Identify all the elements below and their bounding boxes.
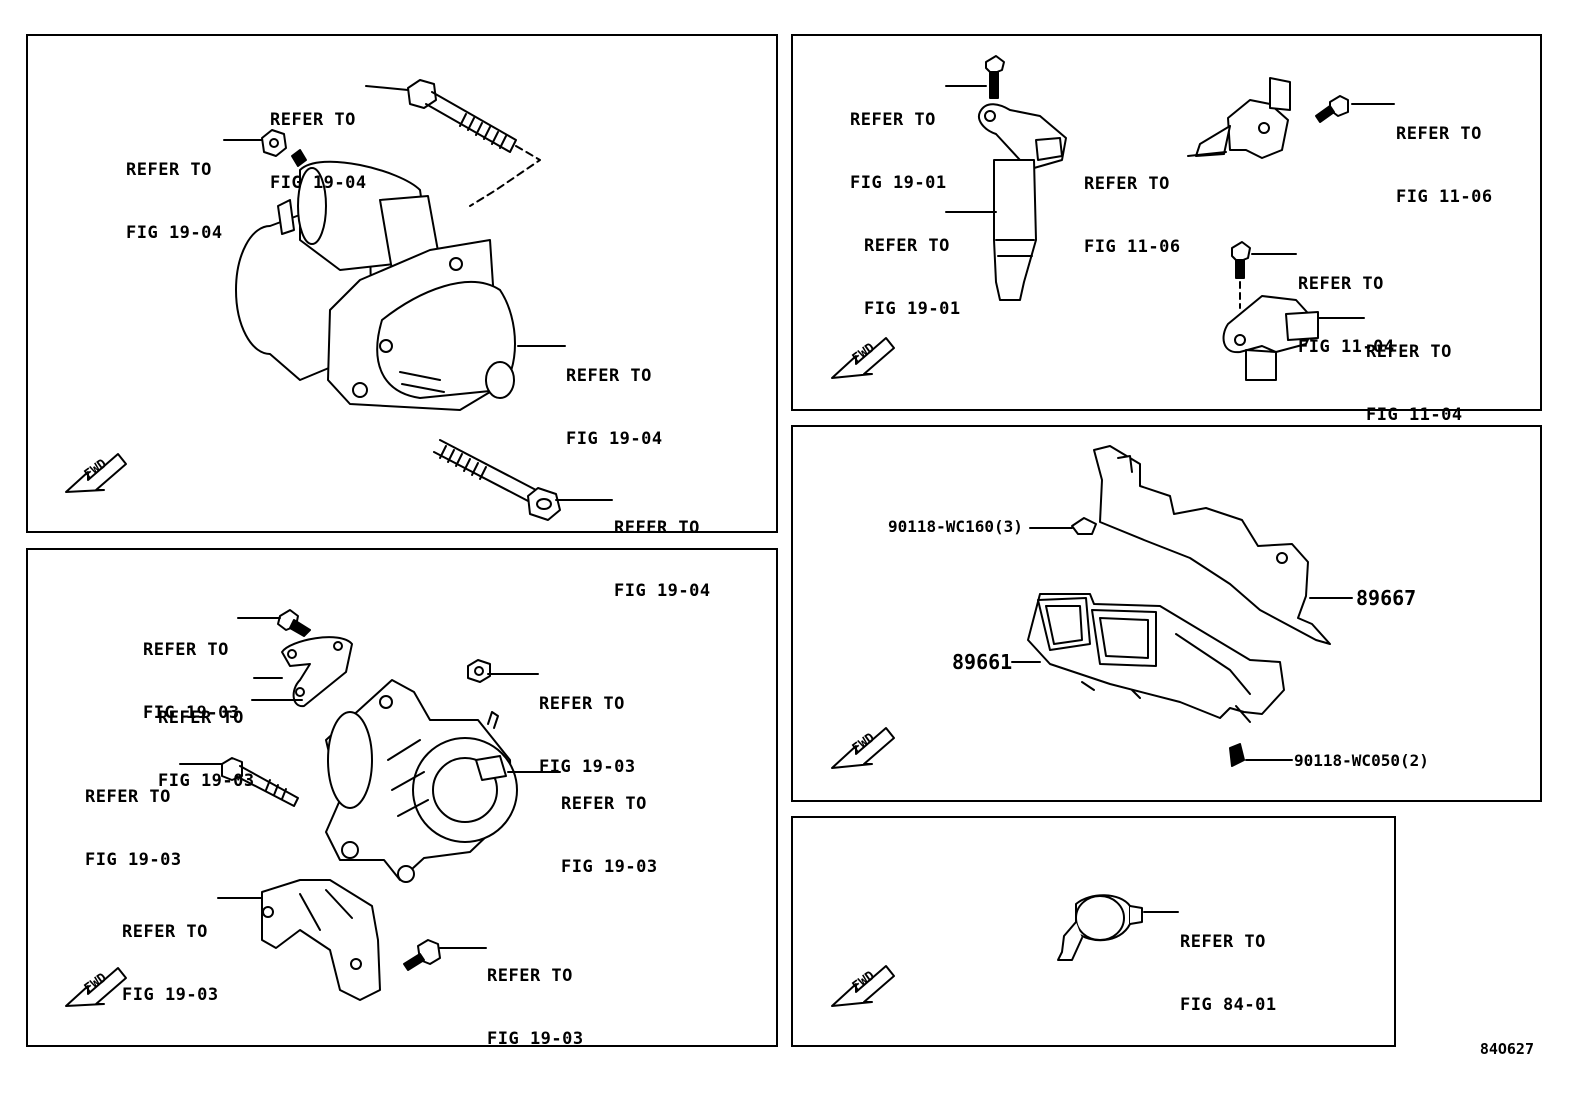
callout-alternator-bolt-long[interactable]: REFER TO FIG 19-03 [85,745,182,892]
callout-line2: FIG 19-03 [487,1029,584,1049]
illustration-code: 84O627 [1479,1040,1534,1058]
crank-sensor-bolt[interactable] [1231,241,1251,279]
callout-line1: REFER TO [1180,932,1266,952]
callout-line2: FIG 19-03 [539,757,636,777]
callout-line1: REFER TO [487,966,573,986]
callout-line1: REFER TO [1084,174,1170,194]
callout-starter[interactable]: REFER TO FIG 19-04 [566,324,663,471]
callout-line1: REFER TO [1396,124,1482,144]
callout-line2: FIG 19-03 [158,771,255,791]
callout-line2: FIG 19-04 [270,173,367,193]
oil-pressure-switch[interactable] [1057,894,1143,961]
cam-position-sensor[interactable] [1195,77,1291,159]
callout-line1: REFER TO [1298,274,1384,294]
part-number-89661[interactable]: 89661 [952,650,1013,674]
callout-line2: FIG 19-03 [561,857,658,877]
callout-line2: FIG 11-04 [1298,337,1395,357]
callout-alternator-bolt-top[interactable]: REFER TO FIG 19-03 [143,598,240,745]
starter-bolt-bottom[interactable] [433,439,561,521]
alternator-nut[interactable] [467,659,491,683]
bolt-guide-line [469,145,541,207]
callout-line1: REFER TO [1366,342,1452,362]
callout-ignition-coil[interactable]: REFER TO FIG 19-01 [864,194,961,341]
alternator-bolt-long[interactable] [221,757,299,807]
callout-oil-pressure-switch[interactable]: REFER TO FIG 84-01 [1180,890,1277,1037]
ignition-coil-bolt[interactable] [985,55,1005,99]
ignition-coil[interactable] [978,103,1067,301]
callout-crank-sensor[interactable]: REFER TO FIG 11-04 [1366,300,1463,447]
callout-line2: FIG 19-03 [85,850,182,870]
callout-line2: FIG 19-03 [122,985,219,1005]
callout-line1: REFER TO [270,110,356,130]
callout-line1: REFER TO [566,366,652,386]
part-number-90118-WC050[interactable]: 90118-WC050(2) [1294,751,1429,770]
alternator-bolt-bottom[interactable] [403,939,441,971]
cam-sensor-bolt[interactable] [1315,95,1349,123]
alternator-mount-bracket[interactable] [261,879,381,1001]
panel-sensors [791,34,1542,411]
callout-line1: REFER TO [143,640,229,660]
callout-alternator-mount-bracket[interactable]: REFER TO FIG 19-03 [122,880,219,1027]
fwd-arrow-icon [65,337,895,1007]
callout-line1: REFER TO [158,708,244,728]
crank-position-sensor[interactable] [1222,295,1319,381]
starter-motor[interactable] [235,160,516,411]
starter-stud[interactable] [291,149,307,167]
callout-line1: REFER TO [561,794,647,814]
callout-line1: REFER TO [850,110,936,130]
starter-nut[interactable] [261,129,287,157]
callout-cam-sensor[interactable]: REFER TO FIG 11-06 [1084,132,1181,279]
bolt-90118-WC050[interactable] [1229,743,1245,767]
part-number-89667[interactable]: 89667 [1356,586,1417,610]
alternator[interactable] [325,679,518,883]
callout-line1: REFER TO [122,922,208,942]
callout-line1: REFER TO [126,160,212,180]
callout-line2: FIG 19-04 [126,223,223,243]
callout-line2: FIG 19-03 [143,703,240,723]
callout-line2: FIG 11-06 [1084,237,1181,257]
callout-line1: REFER TO [864,236,950,256]
ecu-89661[interactable] [1027,593,1285,723]
callout-line2: FIG 19-01 [864,299,961,319]
clip-90118-WC160[interactable] [1071,517,1097,535]
callout-alternator-bracket[interactable]: REFER TO FIG 19-03 [158,666,255,813]
callout-line1: REFER TO [539,694,625,714]
alternator-bracket[interactable] [281,636,353,708]
callout-starter-nut[interactable]: REFER TO FIG 19-04 [126,118,223,265]
callout-line2: FIG 11-06 [1396,187,1493,207]
callout-line2: FIG 19-01 [850,173,947,193]
part-number-90118-WC160[interactable]: 90118-WC160(3) [888,517,1023,536]
callout-alternator-nut[interactable]: REFER TO FIG 19-03 [539,652,636,799]
starter-bolt-top[interactable] [407,79,517,153]
callout-cam-sensor-bolt[interactable]: REFER TO FIG 11-06 [1396,82,1493,229]
callout-line2: FIG 11-04 [1366,405,1463,425]
callout-alternator[interactable]: REFER TO FIG 19-03 [561,752,658,899]
callout-starter-bolt-bottom[interactable]: REFER TO FIG 19-04 [614,476,711,623]
callout-line2: FIG 84-01 [1180,995,1277,1015]
ecu-bracket-89667[interactable] [1093,445,1331,645]
alternator-bolt-top[interactable] [277,609,311,637]
callout-line2: FIG 19-04 [566,429,663,449]
callout-crank-sensor-bolt[interactable]: REFER TO FIG 11-04 [1298,232,1395,379]
callout-ignition-coil-bolt[interactable]: REFER TO FIG 19-01 [850,68,947,215]
callout-line1: REFER TO [614,518,700,538]
callout-line1: REFER TO [85,787,171,807]
callout-alternator-bolt-bottom[interactable]: REFER TO FIG 19-03 [487,924,584,1071]
callout-starter-bolt-top[interactable]: REFER TO FIG 19-04 [270,68,367,215]
callout-line2: FIG 19-04 [614,581,711,601]
